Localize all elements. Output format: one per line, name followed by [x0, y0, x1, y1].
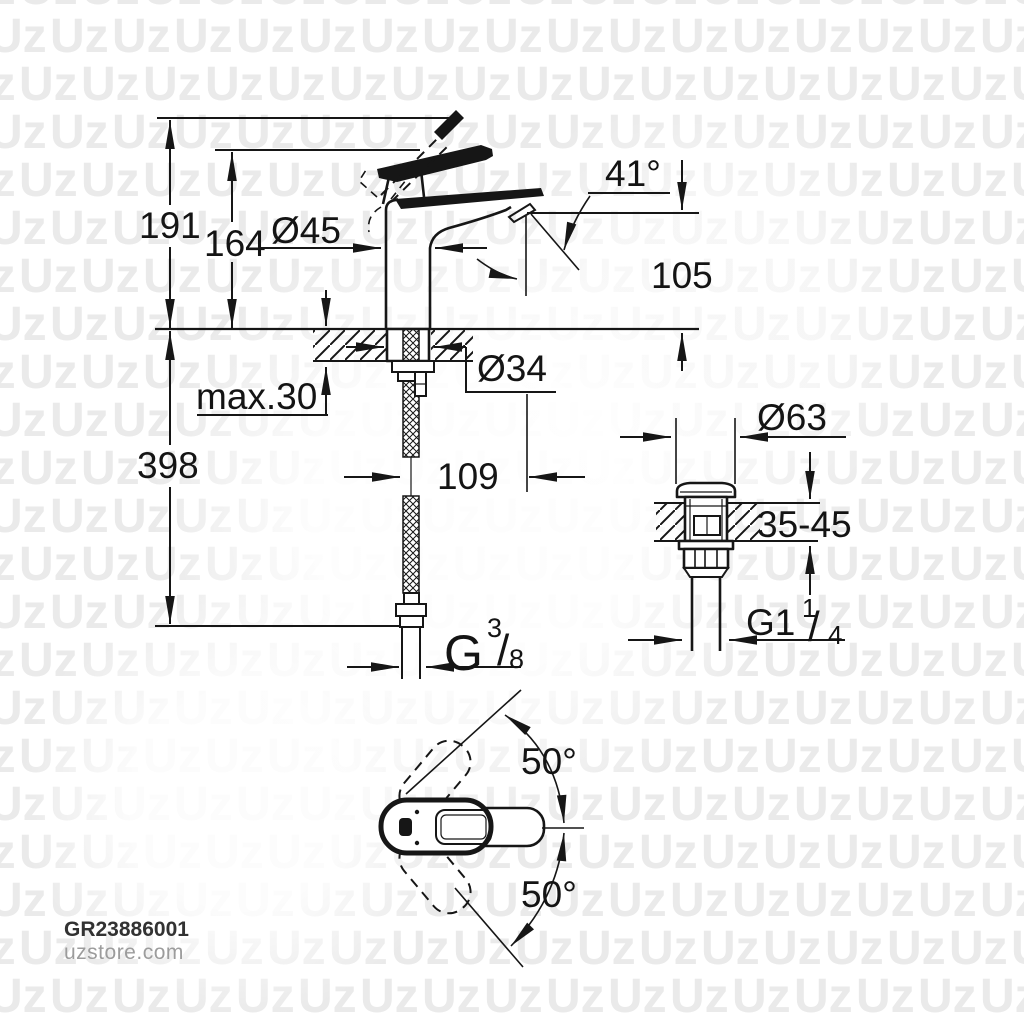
- dim-g114-numerator: 1: [802, 593, 816, 623]
- dim-g38-numerator: 3: [487, 613, 502, 643]
- hose-end-collar: [403, 592, 420, 605]
- dim-g114-denominator: 4: [828, 620, 842, 650]
- handle-dot-bottom: [414, 840, 420, 846]
- waste-body-lines: [685, 499, 727, 541]
- dim-45-label: Ø45: [271, 210, 341, 251]
- dim-41-arc: [563, 195, 591, 251]
- watermark-fade: [20, 580, 460, 1020]
- top-extension-lines: [157, 117, 457, 151]
- handle-inner-outline: [435, 809, 492, 845]
- lever-rotated-dashed-outline: [357, 166, 382, 233]
- waste-deck-lines: [654, 502, 820, 542]
- dim-g114-base: G1: [746, 602, 795, 643]
- hose-end-thread: [401, 627, 421, 679]
- dim-g38-denominator: 8: [509, 644, 524, 674]
- angle-arc-lower: [510, 832, 567, 947]
- handle-logo-mark: [399, 818, 412, 836]
- dim-3545-label: 35-45: [757, 504, 852, 545]
- waste-deck-hatch-right: [727, 504, 760, 541]
- cartridge-outline: [381, 160, 426, 205]
- cartridge-dashed-line: [390, 169, 415, 200]
- dim-50-lower-label: 50°: [521, 874, 577, 915]
- side-view-dimensions: 191 164 Ø45 41° 105 Ø34 max.30: [137, 117, 713, 681]
- hose-in-shank: [402, 328, 420, 362]
- handle-inner-line: [440, 814, 487, 840]
- dim-63-extension-lines: [675, 418, 736, 484]
- dim-34-leader: [465, 347, 556, 393]
- website-name: uzstore.com: [64, 941, 184, 964]
- dim-g38-slash: /: [497, 626, 510, 675]
- angle-line-lower: [454, 887, 524, 968]
- handle-top-view: 50° 50°: [378, 689, 584, 968]
- dim-g38-base: G: [444, 625, 483, 681]
- lever-raised-dashed: [380, 134, 452, 203]
- dim-max30-label: max.30: [196, 376, 317, 417]
- handle-dot-top: [414, 809, 420, 815]
- hose-end-sleeve: [399, 615, 424, 628]
- aerator-swivel-arc: [476, 258, 518, 280]
- dim-g114-label: G1 1 / 4: [746, 593, 842, 650]
- deck-hatch-left: [313, 330, 387, 361]
- aerator: [507, 202, 537, 224]
- dim-g38-label: G 3 / 8: [444, 613, 524, 681]
- waste-deck-hatch-left: [656, 504, 685, 541]
- dim-g114-slash: /: [808, 603, 820, 650]
- faucet-body-right-edge: [428, 205, 512, 329]
- dim-398-label: 398: [137, 445, 199, 486]
- angle-arc-upper: [504, 714, 567, 824]
- product-code: GR23886001: [64, 918, 189, 941]
- dim-34-label: Ø34: [477, 348, 547, 389]
- dim-191-label: 191: [139, 205, 201, 246]
- spray-direction-line: [530, 213, 580, 271]
- dim-41-label: 41°: [605, 153, 661, 194]
- angle-line-upper: [405, 689, 522, 795]
- waste-nut-slots: [694, 549, 718, 568]
- supply-hose-lower: [402, 495, 420, 594]
- lever-handle: [377, 145, 493, 182]
- waste-nut: [682, 547, 730, 570]
- pop-up-waste-view: Ø63 35-45 G1 1 / 4: [620, 397, 852, 651]
- dim-109-label: 109: [437, 456, 499, 497]
- waste-nut-taper: [682, 567, 730, 578]
- waste-tailpipe: [690, 577, 722, 651]
- dim-105-label: 105: [651, 255, 713, 296]
- dim-50-upper-label: 50°: [521, 741, 577, 782]
- footer: GR23886001 uzstore.com: [64, 918, 189, 964]
- dim-63-label: Ø63: [757, 397, 827, 438]
- hose-end-nut: [395, 603, 427, 617]
- watermark-fade: [460, 90, 940, 570]
- mounting-washer: [391, 360, 435, 373]
- spout-top-edge: [395, 188, 544, 209]
- waste-cap: [675, 481, 737, 499]
- dim-164-label: 164: [204, 223, 266, 264]
